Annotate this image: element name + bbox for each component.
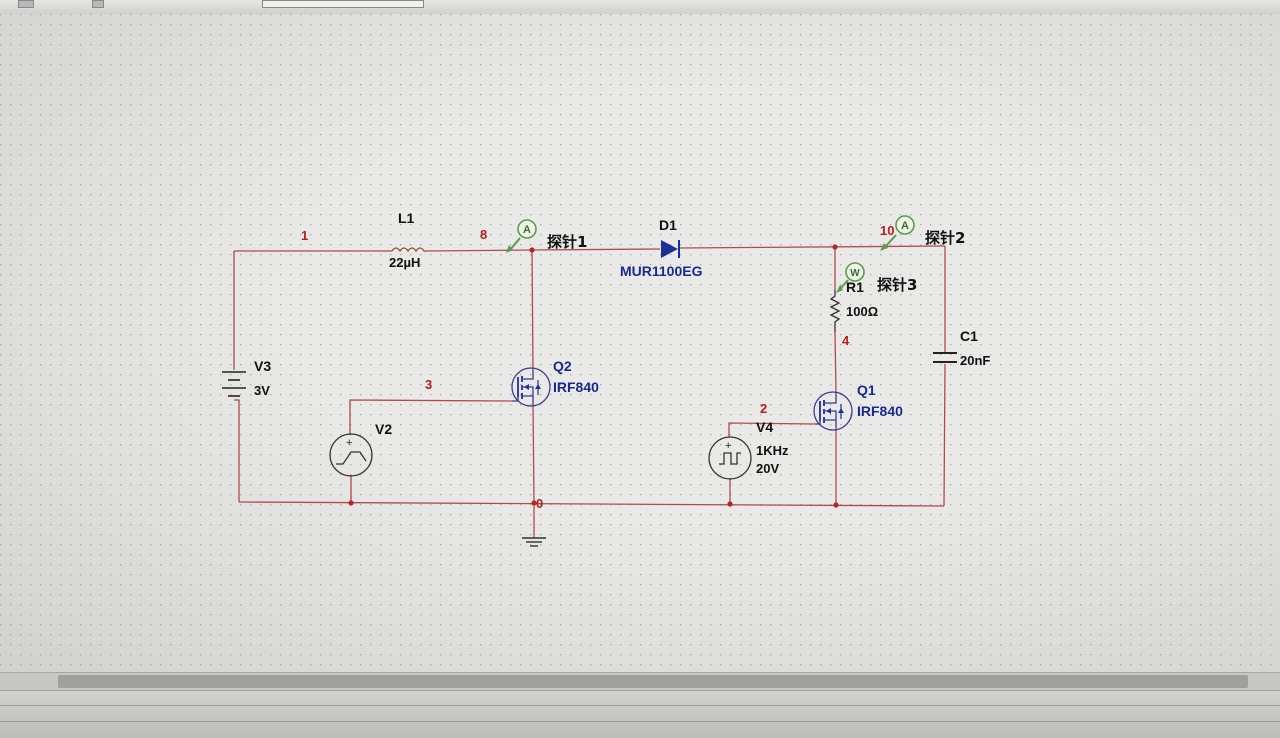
- wire-v3-bottom: [234, 399, 240, 502]
- net-label-4: 4: [842, 333, 850, 348]
- toolbar-icon[interactable]: [92, 0, 104, 8]
- v3-ref: V3: [254, 358, 271, 374]
- v4-freq: 1KHz: [756, 443, 789, 458]
- wire-node-0: [238, 501, 945, 507]
- wire-node-3: [349, 399, 513, 435]
- d1-value: MUR1100EG: [620, 263, 703, 279]
- net-label-8: 8: [480, 227, 487, 242]
- divider: [0, 705, 1280, 706]
- d1-ref: D1: [659, 217, 677, 233]
- v4-amp: 20V: [756, 461, 779, 476]
- q2-ref: Q2: [553, 358, 572, 374]
- resistor-r1[interactable]: R1 100Ω: [829, 279, 878, 332]
- r1-value: 100Ω: [846, 304, 878, 319]
- svg-text:+: +: [725, 440, 731, 452]
- v2-ref: V2: [375, 421, 392, 437]
- net-label-1: 1: [301, 228, 308, 243]
- toolbar-field[interactable]: [262, 0, 424, 8]
- probe-2-label: 探针2: [925, 229, 965, 247]
- probe-2[interactable]: A 探针2: [880, 215, 965, 251]
- net-label-3: 3: [425, 377, 432, 392]
- mosfet-q2[interactable]: Q2 IRF840: [511, 358, 599, 407]
- probe-3-badge: W: [850, 268, 860, 279]
- capacitor-c1[interactable]: C1 20nF: [933, 328, 990, 368]
- q1-ref: Q1: [857, 382, 876, 398]
- q2-model: IRF840: [553, 379, 599, 395]
- divider: [0, 721, 1280, 722]
- wire-q2-drain: [531, 249, 534, 371]
- grid: [0, 14, 1280, 672]
- wire-anode: [531, 248, 661, 251]
- probe-1[interactable]: A 探针1: [506, 219, 587, 253]
- wire-node-8: [425, 249, 533, 252]
- r1-ref: R1: [846, 279, 864, 295]
- signal-source-v2[interactable]: + V2: [329, 421, 392, 477]
- wire-node-2: [728, 422, 816, 437]
- net-labels: 1 8 10 3 4 2 0: [301, 223, 894, 511]
- wire-node-10: [679, 245, 946, 249]
- probe-1-badge: A: [523, 224, 531, 236]
- horizontal-scrollbar[interactable]: [0, 672, 1280, 691]
- l1-ref: L1: [398, 210, 415, 226]
- junctions: [348, 244, 839, 508]
- l1-value: 22µH: [389, 255, 420, 270]
- probe-3[interactable]: W 探针3: [836, 262, 917, 294]
- wire-c1-bottom: [943, 363, 946, 507]
- toolbar-icon[interactable]: [18, 0, 34, 8]
- schematic-canvas[interactable]: 1 8 10 3 4 2 0 L1 22µH D1 MUR1100EG: [0, 14, 1280, 672]
- svg-text:+: +: [346, 437, 352, 449]
- mosfet-q1[interactable]: Q1 IRF840: [813, 382, 903, 431]
- dc-source-v3[interactable]: V3 3V: [222, 358, 271, 398]
- inductor-l1[interactable]: L1 22µH: [389, 210, 426, 270]
- ground-symbol[interactable]: [522, 537, 546, 547]
- net-label-0: 0: [536, 496, 543, 511]
- net-label-10: 10: [880, 223, 894, 238]
- net-label-2: 2: [760, 401, 767, 416]
- diode-d1[interactable]: D1 MUR1100EG: [620, 217, 703, 279]
- wire-node-4: [834, 331, 837, 394]
- c1-value: 20nF: [960, 353, 990, 368]
- q1-model: IRF840: [857, 403, 903, 419]
- clock-source-v4[interactable]: + V4 1KHz 20V: [708, 419, 789, 480]
- bottom-panel: [0, 690, 1280, 738]
- c1-ref: C1: [960, 328, 978, 344]
- probe-1-label: 探针1: [547, 233, 587, 251]
- probe-2-badge: A: [901, 220, 909, 232]
- toolbar-strip: [0, 0, 1280, 15]
- schematic-drawing[interactable]: 1 8 10 3 4 2 0 L1 22µH D1 MUR1100EG: [0, 14, 1280, 672]
- scrollbar-thumb[interactable]: [58, 675, 1248, 688]
- v3-value: 3V: [254, 383, 270, 398]
- probe-3-label: 探针3: [877, 276, 917, 294]
- wires: [233, 245, 946, 538]
- wire-q2-source: [532, 404, 535, 504]
- v4-ref: V4: [756, 419, 773, 435]
